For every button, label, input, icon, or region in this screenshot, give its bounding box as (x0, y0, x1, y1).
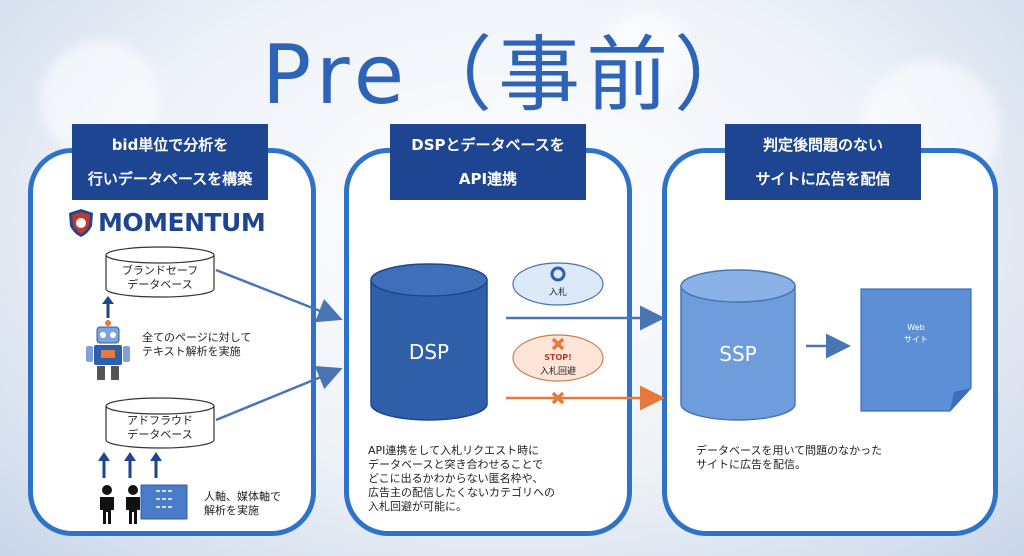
text-line: テキスト解析を実施 (142, 345, 241, 358)
server-rack-icon (140, 484, 188, 520)
stop-label: STOP! (544, 353, 572, 362)
web-label: Web サイト (860, 322, 972, 346)
label-line: ブランドセーフ (121, 264, 199, 277)
page-title: Pre（事前） (261, 28, 763, 123)
web-page-icon (860, 288, 972, 412)
bokeh-light (600, 10, 690, 100)
label-line: データベース (127, 278, 193, 291)
heading-line: 行いデータベースを構築 (87, 170, 253, 188)
text-line: 入札回避が可能に。 (368, 500, 467, 513)
heading-line: API連携 (458, 170, 518, 188)
circle-ok-icon (550, 266, 566, 282)
panel-dsp-heading: DSPとデータベースを API連携 (390, 124, 586, 200)
text-line: API連携をして入札リクエスト時に (368, 444, 540, 457)
stop-bubble (512, 334, 604, 382)
heading-line: bid単位で分析を (111, 136, 229, 154)
logo-text: MOMENTUM (98, 208, 266, 237)
panel-ssp-heading: 判定後問題のない サイトに広告を配信 (725, 124, 921, 200)
up-arrows-group (98, 452, 162, 478)
ssp-cylinder-icon (680, 269, 796, 421)
momentum-shield-icon (69, 209, 93, 237)
text-line: サイトに広告を配信。 (696, 458, 806, 471)
brand-safe-database-icon (105, 246, 215, 298)
dsp-cylinder-icon (370, 263, 488, 421)
text-line: サイト (904, 335, 928, 344)
text-line: どこに出るかわからない匿名枠や、 (368, 472, 544, 485)
panel-analysis-heading: bid単位で分析を 行いデータベースを構築 (72, 124, 268, 200)
text-line: 広告主の配信したくないカテゴリへの (368, 486, 555, 499)
text-line: データベースを用いて問題のなかった (696, 444, 883, 457)
ssp-description: データベースを用いて問題のなかった サイトに広告を配信。 (696, 444, 882, 472)
avoid-label: 入札回避 (539, 367, 576, 377)
heading-line: DSPとデータベースを (411, 136, 565, 154)
bid-bubble (512, 262, 604, 306)
person-icon (100, 485, 114, 524)
bid-label: 入札 (548, 288, 567, 298)
cross-icon (551, 391, 565, 405)
text-line: 人軸、媒体軸で (204, 490, 281, 503)
text-line: データベースと突き合わせることで (368, 458, 544, 471)
label-line: データベース (127, 428, 193, 441)
heading-line: 判定後問題のない (762, 136, 883, 154)
dsp-description: API連携をして入札リクエスト時に データベースと突き合わせることで どこに出る… (368, 444, 555, 514)
robot-icon (86, 320, 130, 380)
heading-line: サイトに広告を配信 (755, 170, 891, 188)
label-line: アドフラウド (127, 414, 193, 427)
dsp-label: DSP (408, 340, 450, 364)
person-icon (126, 485, 140, 524)
text-line: 解析を実施 (204, 504, 259, 517)
people-text: 人軸、媒体軸で 解析を実施 (204, 490, 281, 518)
cross-icon (551, 337, 565, 351)
text-line: Web (907, 323, 925, 332)
ad-fraud-database-icon (105, 397, 215, 449)
robot-text: 全てのページに対して テキスト解析を実施 (142, 331, 251, 359)
text-line: 全てのページに対して (142, 331, 252, 344)
ad-fraud-db-label: アドフラウド データベース (104, 414, 216, 442)
up-arrow-icon (102, 296, 114, 318)
ssp-label: SSP (719, 342, 757, 366)
brand-safe-db-label: ブランドセーフ データベース (104, 264, 216, 292)
